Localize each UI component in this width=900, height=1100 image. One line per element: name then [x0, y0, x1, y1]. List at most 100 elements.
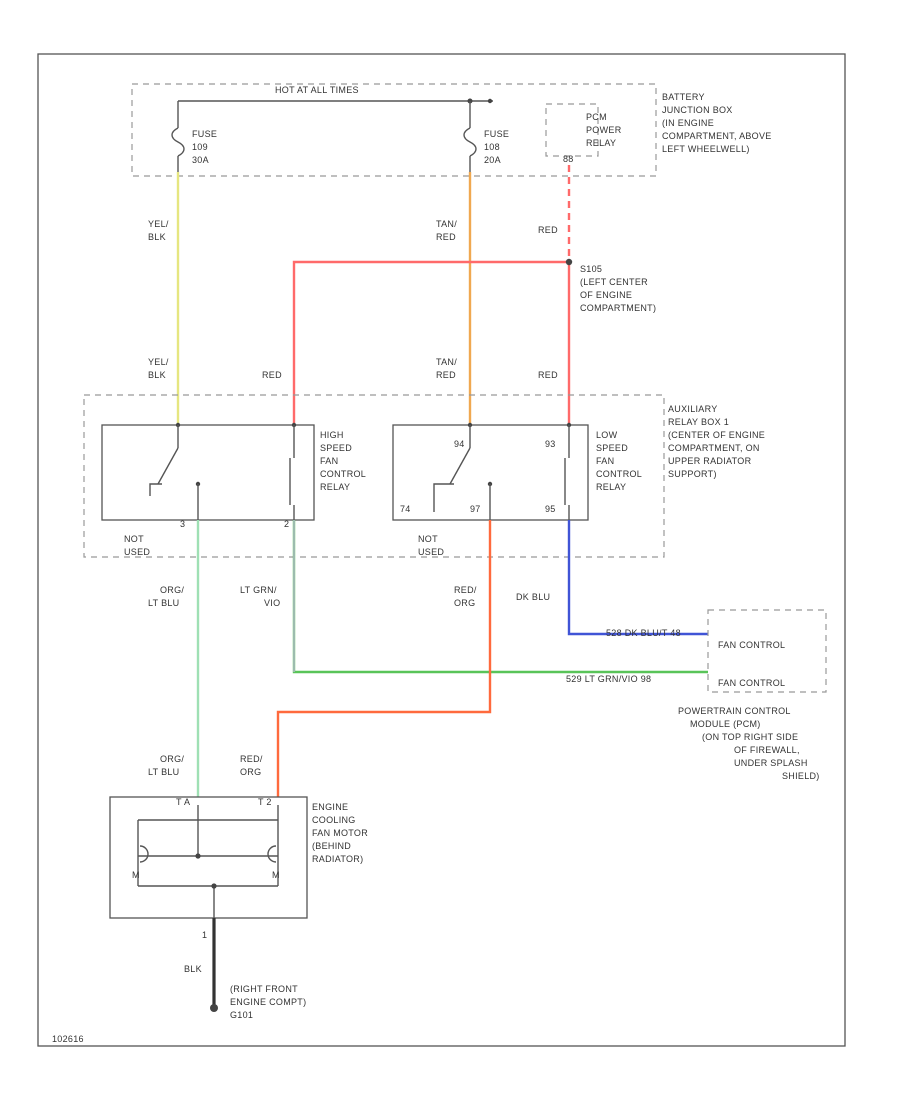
- bjb-label-line4: COMPARTMENT, ABOVE: [662, 131, 772, 141]
- bjb-label-line5: LEFT WHEELWELL): [662, 144, 750, 154]
- aux-box-label-3: (CENTER OF ENGINE: [668, 430, 765, 440]
- wire-dk-blu: [567, 520, 708, 636]
- aux-box-label-6: SUPPORT): [668, 469, 717, 479]
- low-relay-not-used-2: USED: [418, 547, 444, 557]
- auxiliary-relay-box-outline: [83, 394, 665, 558]
- wire-lt-grn-vio: [292, 520, 708, 674]
- low-relay-nc-contact: [433, 483, 454, 512]
- high-relay-text-2: SPEED: [320, 443, 352, 453]
- motor-ground-dot: [211, 883, 217, 889]
- diagram-frame: [37, 53, 846, 1047]
- figure-id: 102616: [52, 1034, 84, 1044]
- low-relay-switch-arm: [449, 447, 471, 485]
- yel-blk-top-1: YEL/: [148, 219, 169, 229]
- pcm-relay-line2: POWER: [586, 125, 622, 135]
- yel-blk-bottom-2: BLK: [148, 370, 166, 380]
- yel-blk-bottom-1: YEL/: [148, 357, 169, 367]
- dk-blu-label: DK BLU: [516, 592, 550, 602]
- wire-red-to-high-relay: [292, 260, 569, 425]
- splice-label-line1: S105: [580, 264, 602, 274]
- low-relay-text-4: CONTROL: [596, 469, 642, 479]
- low-relay-pin-95: 95: [545, 504, 556, 514]
- red-org-bottom-2: ORG: [240, 767, 261, 777]
- hot-at-all-times-label: HOT AT ALL TIMES: [275, 85, 359, 95]
- fuse-109-symbol: [171, 127, 185, 157]
- motor-pin-bottom: 1: [202, 930, 207, 940]
- fuse-109-line3: 30A: [192, 155, 209, 165]
- fuse-109-line2: 109: [192, 142, 208, 152]
- splice-s105-dot: [565, 258, 573, 266]
- aux-box-label-4: COMPARTMENT, ON: [668, 443, 760, 453]
- red-org-bottom-1: RED/: [240, 754, 263, 764]
- org-lt-blu-1: ORG/: [160, 585, 184, 595]
- wire-red-org: [276, 520, 492, 797]
- motor-right-m: M: [272, 870, 280, 880]
- bjb-label-line2: JUNCTION BOX: [662, 105, 733, 115]
- low-relay-not-used-1: NOT: [418, 534, 438, 544]
- org-lt-blu-2: LT BLU: [148, 598, 179, 608]
- low-relay-text-5: RELAY: [596, 482, 626, 492]
- motor-pin-left: T A: [176, 797, 190, 807]
- pcm-relay-line3: RELAY: [586, 138, 616, 148]
- fuse-108-line3: 20A: [484, 155, 501, 165]
- ground-dot: [210, 1004, 218, 1012]
- motor-junction-dot: [195, 853, 201, 859]
- high-relay-pin-2: 2: [284, 519, 289, 529]
- ground-label-2: ENGINE COMPT): [230, 997, 306, 1007]
- pcm-fan-control-2: FAN CONTROL: [718, 678, 785, 688]
- fuse-108-line2: 108: [484, 142, 500, 152]
- fan-motor-housing: [109, 796, 308, 919]
- aux-box-label-1: AUXILIARY: [668, 404, 718, 414]
- high-relay-text-4: CONTROL: [320, 469, 366, 479]
- high-relay-switch-arm: [157, 447, 179, 485]
- org-lt-blu-bottom-1: ORG/: [160, 754, 184, 764]
- low-relay-pin-74: 74: [400, 504, 411, 514]
- motor-label-2: COOLING: [312, 815, 356, 825]
- splice-label-line2: (LEFT CENTER: [580, 277, 648, 287]
- low-relay-pin-93: 93: [545, 439, 556, 449]
- pcm-label-3: (ON TOP RIGHT SIDE: [702, 732, 798, 742]
- pcm-relay-pin-88: 88: [563, 154, 574, 164]
- fuse-108-line1: FUSE: [484, 129, 509, 139]
- red-org-2: ORG: [454, 598, 475, 608]
- pcm-label-5: UNDER SPLASH: [734, 758, 808, 768]
- high-relay-text-1: HIGH: [320, 430, 344, 440]
- aux-box-label-2: RELAY BOX 1: [668, 417, 729, 427]
- bus-end-dot: [487, 98, 493, 104]
- red-left-label: RED: [262, 370, 282, 380]
- pcm-line2: 529 LT GRN/VIO 98: [566, 674, 651, 684]
- motor-label-4: (BEHIND: [312, 841, 351, 851]
- lt-grn-vio-2: VIO: [264, 598, 280, 608]
- ground-label-1: (RIGHT FRONT: [230, 984, 298, 994]
- pcm-power-relay-box: [545, 103, 599, 157]
- pcm-label-6: SHIELD): [782, 771, 820, 781]
- motor-label-3: FAN MOTOR: [312, 828, 368, 838]
- high-relay-not-used-1: NOT: [124, 534, 144, 544]
- ground-label-3: G101: [230, 1010, 253, 1020]
- org-lt-blu-bottom-2: LT BLU: [148, 767, 179, 777]
- motor-label-5: RADIATOR): [312, 854, 363, 864]
- red-org-1: RED/: [454, 585, 477, 595]
- fuse-108-symbol: [463, 127, 477, 157]
- pcm-label-2: MODULE (PCM): [690, 719, 761, 729]
- motor-pin-right: T 2: [258, 797, 272, 807]
- high-relay-text-5: RELAY: [320, 482, 350, 492]
- tan-red-top-1: TAN/: [436, 219, 457, 229]
- blk-label: BLK: [184, 964, 202, 974]
- splice-label-line4: COMPARTMENT): [580, 303, 656, 313]
- pcm-box-outline: [707, 609, 827, 693]
- motor-left-armature: [139, 845, 149, 863]
- high-relay-nc-contact: [149, 483, 162, 496]
- high-relay-pin-3: 3: [180, 519, 185, 529]
- bjb-label-line1: BATTERY: [662, 92, 705, 102]
- bjb-label-line3: (IN ENGINE: [662, 118, 714, 128]
- high-speed-relay-housing: [101, 424, 315, 521]
- pcm-relay-line1: PCM: [586, 112, 607, 122]
- low-relay-pin-97: 97: [470, 504, 481, 514]
- aux-box-label-5: UPPER RADIATOR: [668, 456, 752, 466]
- low-relay-text-3: FAN: [596, 456, 614, 466]
- motor-right-armature: [267, 845, 277, 863]
- high-relay-text-3: FAN: [320, 456, 338, 466]
- pcm-fan-control-1: FAN CONTROL: [718, 640, 785, 650]
- tan-red-bottom-1: TAN/: [436, 357, 457, 367]
